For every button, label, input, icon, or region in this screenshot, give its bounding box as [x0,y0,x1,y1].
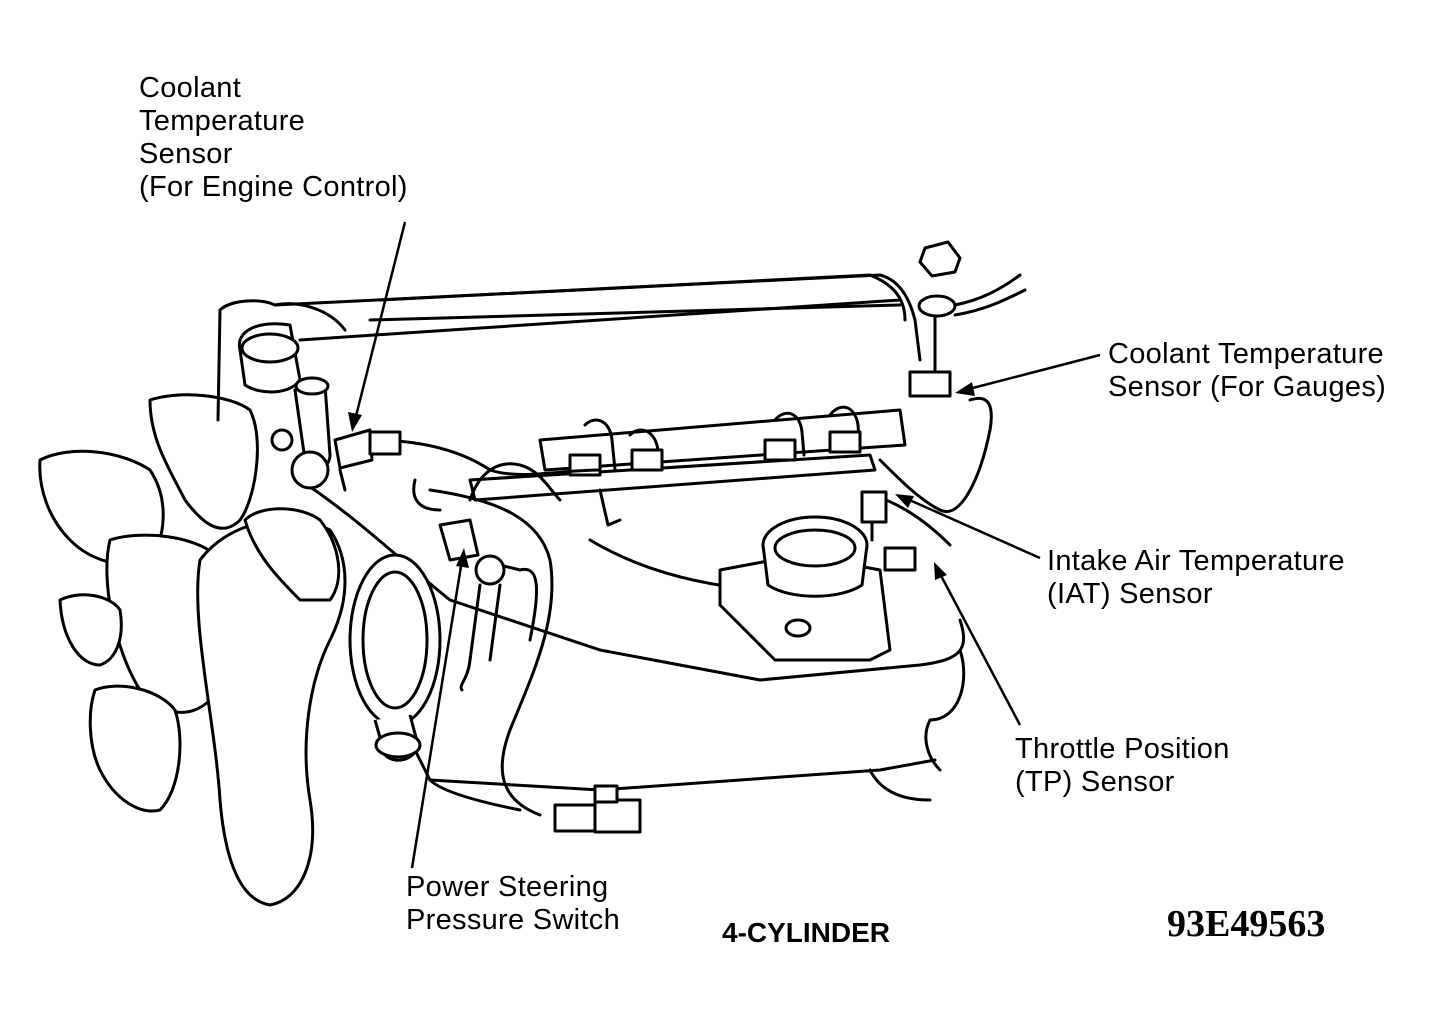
label-line: (For Engine Control) [139,171,408,203]
harness-connector [553,784,642,834]
arrowhead-iat [895,494,914,508]
fuel-rail [468,405,907,527]
coolant-sensor-engine-control [333,428,402,492]
ps-pressure-switch [438,518,506,692]
arrowhead-ps-switch [456,548,469,568]
label-line: Power Steering [406,871,609,903]
label-line: Sensor (For Gauges) [1108,371,1387,403]
label-line: (TP) Sensor [1015,766,1175,798]
label-line: Intake Air Temperature [1047,545,1345,577]
label-iat-sensor: Intake Air Temperature (IAT) Sensor [1047,545,1345,611]
label-line: Coolant [139,72,242,104]
leader-coolant-engine [353,221,407,421]
figure-id: 93E49563 [1167,903,1326,945]
cooling-fan [38,393,347,907]
label-line: Pressure Switch [406,904,621,936]
water-pump-pulley [348,553,442,762]
label-line: Coolant Temperature [1108,338,1384,370]
upper-radiator-hose [237,322,332,490]
label-line: Throttle Position [1015,733,1230,765]
throttle-body [718,515,917,662]
leader-lines [348,221,1101,869]
label-tp-sensor: Throttle Position (TP) Sensor [1015,733,1230,799]
coolant-sensor-gauges [908,240,1027,398]
leader-ps-switch [410,559,464,869]
label-coolant-sensor-engine-control: Coolant Temperature Sensor (For Engine C… [139,72,408,204]
label-line: Temperature [139,105,306,137]
iat-sensor [860,490,952,547]
leader-iat [904,496,1041,560]
label-line: Sensor [139,138,233,170]
label-ps-pressure-switch: Power Steering Pressure Switch [406,871,620,937]
label-line: (IAT) Sensor [1047,578,1213,610]
arrowhead-coolant-engine [348,412,362,432]
wiring-harness [368,396,993,817]
valve-cover [368,273,907,322]
arrowhead-coolant-gauges [955,382,975,396]
leader-coolant-gauges [964,353,1101,392]
diagram-caption: 4-CYLINDER [722,917,891,948]
arrowhead-tp [934,562,947,580]
leader-tp [936,569,1022,726]
label-coolant-sensor-gauges: Coolant Temperature Sensor (For Gauges) [1108,338,1386,404]
engine-block [216,273,966,812]
